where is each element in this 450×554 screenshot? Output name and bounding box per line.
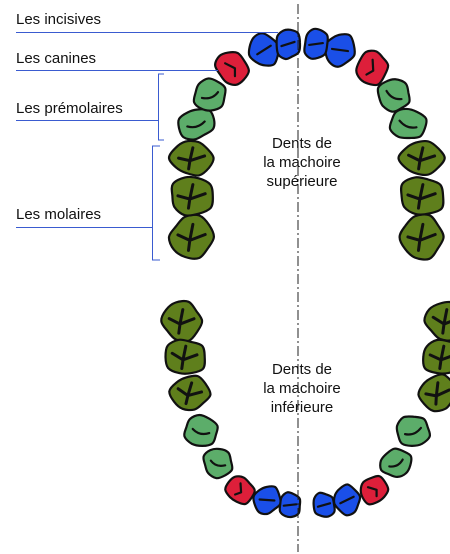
molar-groove bbox=[170, 344, 199, 371]
molar-tooth bbox=[160, 299, 204, 343]
premolar-groove bbox=[388, 458, 404, 468]
molar-crown bbox=[170, 175, 214, 217]
molar-crown bbox=[399, 176, 445, 216]
molar-tooth bbox=[423, 300, 450, 342]
canine-groove bbox=[366, 486, 378, 498]
caption-upper-line2: la machoire bbox=[263, 154, 341, 171]
canine-groove bbox=[234, 482, 243, 496]
molar-groove bbox=[167, 308, 196, 335]
leader-molars bbox=[16, 145, 160, 261]
molar-tooth bbox=[399, 176, 445, 216]
label-canines: Les canines bbox=[16, 50, 97, 67]
molar-tooth bbox=[397, 139, 446, 177]
incisor-groove bbox=[339, 495, 355, 505]
premolar-groove bbox=[209, 459, 227, 467]
leader-lines bbox=[16, 32, 278, 261]
premolar-groove bbox=[186, 120, 206, 129]
caption-upper-line1: Dents de bbox=[271, 135, 333, 152]
molar-groove bbox=[431, 308, 450, 335]
molar-groove bbox=[176, 381, 204, 406]
molar-tooth bbox=[167, 139, 215, 177]
caption-upper-jaw: Dents de la machoire supérieure bbox=[247, 134, 357, 191]
incisor-groove bbox=[330, 47, 350, 53]
premolar-groove bbox=[403, 426, 423, 436]
incisor-tooth bbox=[252, 485, 282, 516]
premolar-crown bbox=[379, 447, 413, 479]
incisor-groove bbox=[316, 502, 332, 508]
canine-groove bbox=[224, 62, 237, 78]
molar-tooth bbox=[168, 374, 212, 412]
molar-groove bbox=[177, 146, 207, 171]
premolar-crown bbox=[388, 107, 428, 140]
premolar-tooth bbox=[202, 447, 234, 480]
premolar-crown bbox=[395, 415, 432, 447]
caption-lower-jaw: Dents de la machoire inférieure bbox=[247, 360, 357, 417]
premolar-crown bbox=[202, 447, 234, 480]
premolar-groove bbox=[191, 427, 211, 436]
molar-groove bbox=[407, 146, 437, 171]
canine-crown bbox=[214, 50, 250, 86]
canine-groove bbox=[365, 58, 375, 76]
molar-tooth bbox=[164, 338, 206, 375]
canine-tooth bbox=[214, 50, 250, 86]
molar-tooth bbox=[170, 175, 214, 217]
incisor-groove bbox=[258, 498, 276, 502]
molar-groove bbox=[176, 222, 207, 252]
premolar-groove bbox=[385, 89, 403, 101]
premolar-groove bbox=[200, 90, 220, 100]
incisor-groove bbox=[256, 44, 272, 56]
premolar-crown bbox=[376, 78, 411, 113]
caption-lower-line3: inférieure bbox=[270, 399, 334, 416]
incisor-tooth bbox=[312, 491, 336, 518]
incisor-tooth bbox=[247, 32, 280, 67]
canine-tooth bbox=[224, 475, 256, 506]
premolar-crown bbox=[183, 413, 219, 447]
caption-lower-line2: la machoire bbox=[263, 380, 341, 397]
premolar-tooth bbox=[388, 107, 428, 140]
premolar-tooth bbox=[395, 415, 432, 447]
incisor-groove bbox=[280, 40, 296, 48]
molar-groove bbox=[406, 183, 437, 210]
molar-tooth bbox=[422, 338, 450, 375]
canine-tooth bbox=[355, 49, 390, 87]
lower-jaw bbox=[160, 299, 450, 519]
label-incisors: Les incisives bbox=[16, 11, 102, 28]
premolar-groove bbox=[398, 119, 418, 129]
incisor-tooth bbox=[303, 27, 329, 60]
molar-groove bbox=[406, 222, 437, 252]
caption-lower-line1: Dents de bbox=[271, 361, 333, 378]
premolar-tooth bbox=[376, 78, 411, 113]
incisor-tooth bbox=[275, 28, 302, 61]
molar-tooth bbox=[417, 373, 450, 413]
incisor-groove bbox=[308, 41, 324, 47]
incisor-groove bbox=[282, 503, 298, 507]
incisor-tooth bbox=[278, 491, 302, 519]
molar-groove bbox=[424, 381, 450, 406]
molar-tooth bbox=[167, 213, 216, 260]
label-molars: Les molaires bbox=[16, 206, 102, 223]
upper-jaw bbox=[167, 27, 446, 261]
leader-premolars bbox=[16, 73, 164, 141]
molar-tooth bbox=[398, 213, 445, 261]
canine-tooth bbox=[359, 474, 390, 506]
premolar-tooth bbox=[379, 447, 413, 479]
incisor-tooth bbox=[332, 483, 362, 517]
premolar-tooth bbox=[183, 413, 219, 447]
premolar-tooth bbox=[192, 77, 227, 112]
molar-groove bbox=[428, 344, 450, 371]
caption-upper-line3: supérieure bbox=[266, 173, 338, 190]
premolar-crown bbox=[192, 77, 227, 112]
label-premolars: Les prémolaires bbox=[16, 100, 123, 117]
molar-groove bbox=[176, 183, 207, 210]
